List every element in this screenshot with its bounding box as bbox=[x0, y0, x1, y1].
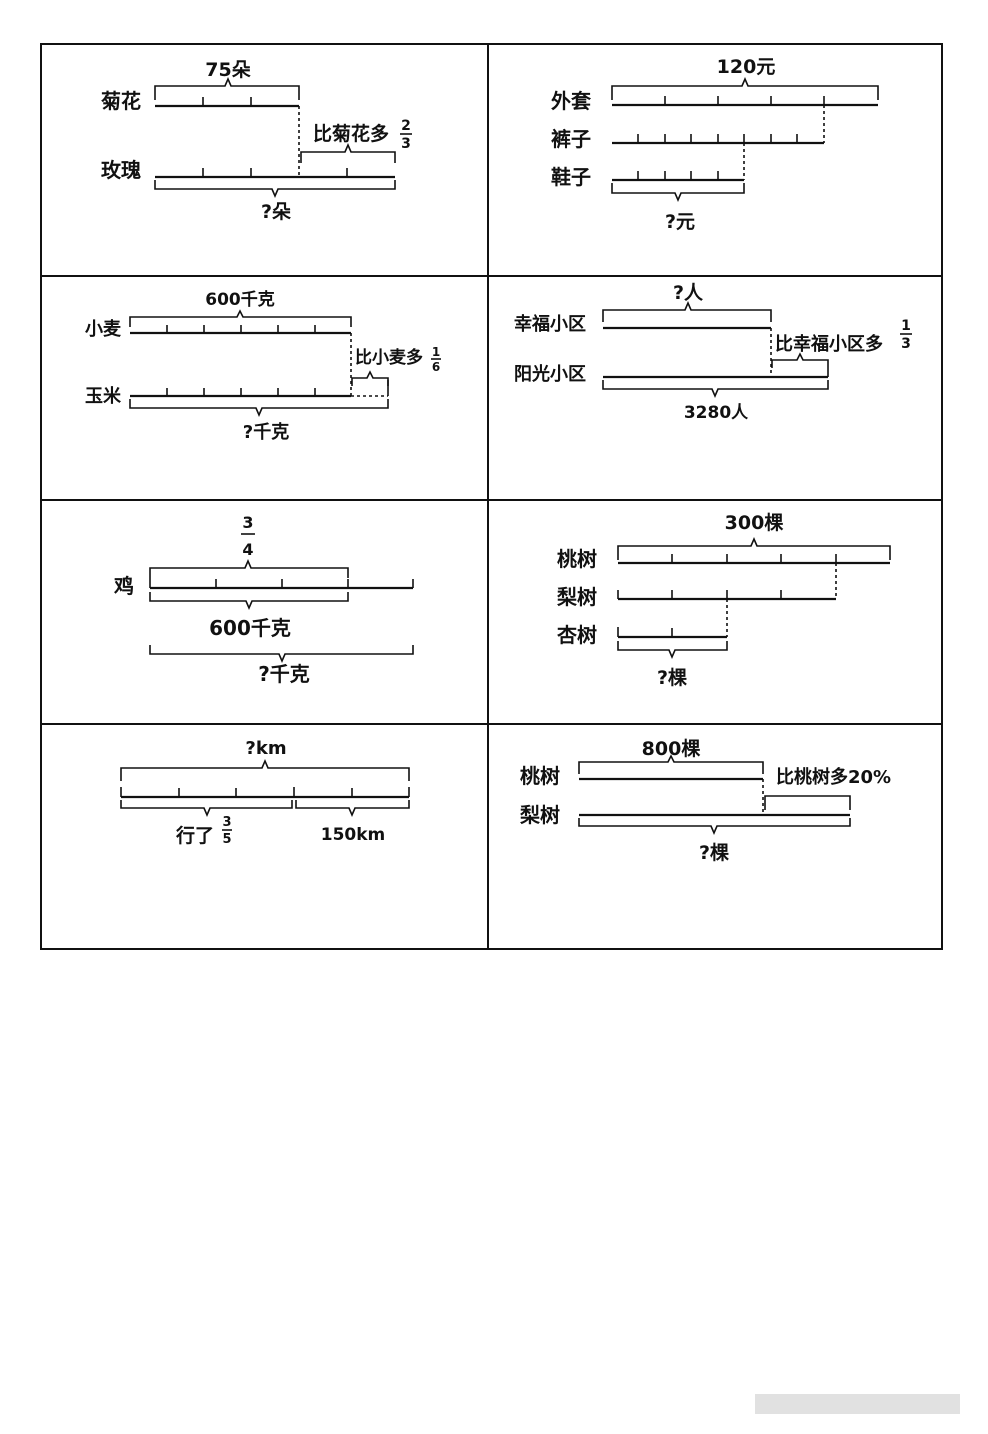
p6-question: ?棵 bbox=[657, 666, 687, 689]
p7-rest-value: 150km bbox=[321, 825, 386, 845]
watermark-strip bbox=[755, 1394, 960, 1414]
p7-frac-num: 3 bbox=[222, 815, 231, 830]
p4-diff-label: 比幸福小区多 bbox=[775, 333, 883, 355]
p8-question: ?棵 bbox=[699, 841, 729, 864]
p5-frac-den: 4 bbox=[242, 540, 253, 559]
p6-label-b: 梨树 bbox=[557, 585, 597, 609]
p3-frac-num: 1 bbox=[432, 345, 440, 359]
p1-label-a: 菊花 bbox=[101, 89, 141, 113]
p2-label-c: 鞋子 bbox=[551, 165, 591, 189]
panel-wheat-corn: 600千克 小麦 比小麦多 1 6 玉米 ?千克 bbox=[85, 289, 441, 443]
p5-frac-num: 3 bbox=[242, 513, 253, 532]
p2-question: ?元 bbox=[665, 211, 695, 233]
panel-peach-pear-apricot: 300棵 桃树 梨树 杏树 ?棵 bbox=[556, 511, 891, 689]
p3-label-b: 玉米 bbox=[85, 385, 122, 407]
p1-label-b: 玫瑰 bbox=[101, 158, 141, 182]
p2-label-b: 裤子 bbox=[551, 127, 591, 151]
p8-label-b: 梨树 bbox=[520, 803, 560, 827]
panel-peach-pear-percent: 800棵 桃树 比桃树多20% 梨树 ?棵 bbox=[520, 737, 891, 864]
p4-total: 3280人 bbox=[684, 403, 749, 423]
p3-top-value: 600千克 bbox=[205, 289, 275, 310]
p3-diff-label: 比小麦多 bbox=[355, 347, 423, 368]
p7-frac-den: 5 bbox=[222, 832, 231, 847]
p5-part-value: 600千克 bbox=[209, 616, 291, 640]
p6-label-c: 杏树 bbox=[556, 623, 597, 647]
p4-frac-num: 1 bbox=[901, 318, 911, 334]
panel-coat-pants-shoes: 120元 外套 裤子 鞋子 ?元 bbox=[551, 56, 879, 233]
p3-question: ?千克 bbox=[243, 421, 289, 443]
p1-diff-label: 比菊花多 bbox=[313, 122, 389, 145]
p3-label-a: 小麦 bbox=[85, 318, 122, 340]
p3-frac-den: 6 bbox=[432, 360, 440, 374]
p1-frac-den: 3 bbox=[401, 136, 411, 152]
p4-top-value: ?人 bbox=[673, 282, 704, 304]
p1-question: ?朵 bbox=[261, 201, 291, 223]
panel-chrysanthemum-rose: 75朵 菊花 比菊花多 2 3 玫瑰 ?朵 bbox=[101, 59, 412, 223]
p4-label-b: 阳光小区 bbox=[514, 363, 586, 385]
panel-chicken: 3 4 鸡 600千克 ?千克 bbox=[113, 513, 414, 686]
p7-traveled-label: 行了 bbox=[175, 824, 214, 847]
p4-label-a: 幸福小区 bbox=[514, 313, 586, 335]
panel-distance: ?km 行了 3 5 150km bbox=[120, 738, 410, 847]
panel-communities: ?人 幸福小区 比幸福小区多 1 3 阳光小区 3280人 bbox=[514, 282, 912, 423]
p5-label-a: 鸡 bbox=[113, 574, 134, 598]
p8-label-a: 桃树 bbox=[520, 764, 560, 788]
p5-question: ?千克 bbox=[258, 662, 310, 686]
p4-frac-den: 3 bbox=[901, 336, 911, 352]
grid-frame bbox=[40, 43, 943, 950]
p6-top-value: 300棵 bbox=[725, 511, 784, 534]
p1-top-value: 75朵 bbox=[205, 59, 250, 81]
p8-top-value: 800棵 bbox=[642, 737, 701, 760]
p2-label-a: 外套 bbox=[551, 89, 591, 113]
p1-frac-num: 2 bbox=[401, 118, 411, 134]
p6-label-a: 桃树 bbox=[557, 547, 597, 571]
p2-top-value: 120元 bbox=[717, 56, 776, 78]
p7-top-value: ?km bbox=[245, 738, 286, 759]
p8-diff-label: 比桃树多20% bbox=[776, 766, 891, 788]
